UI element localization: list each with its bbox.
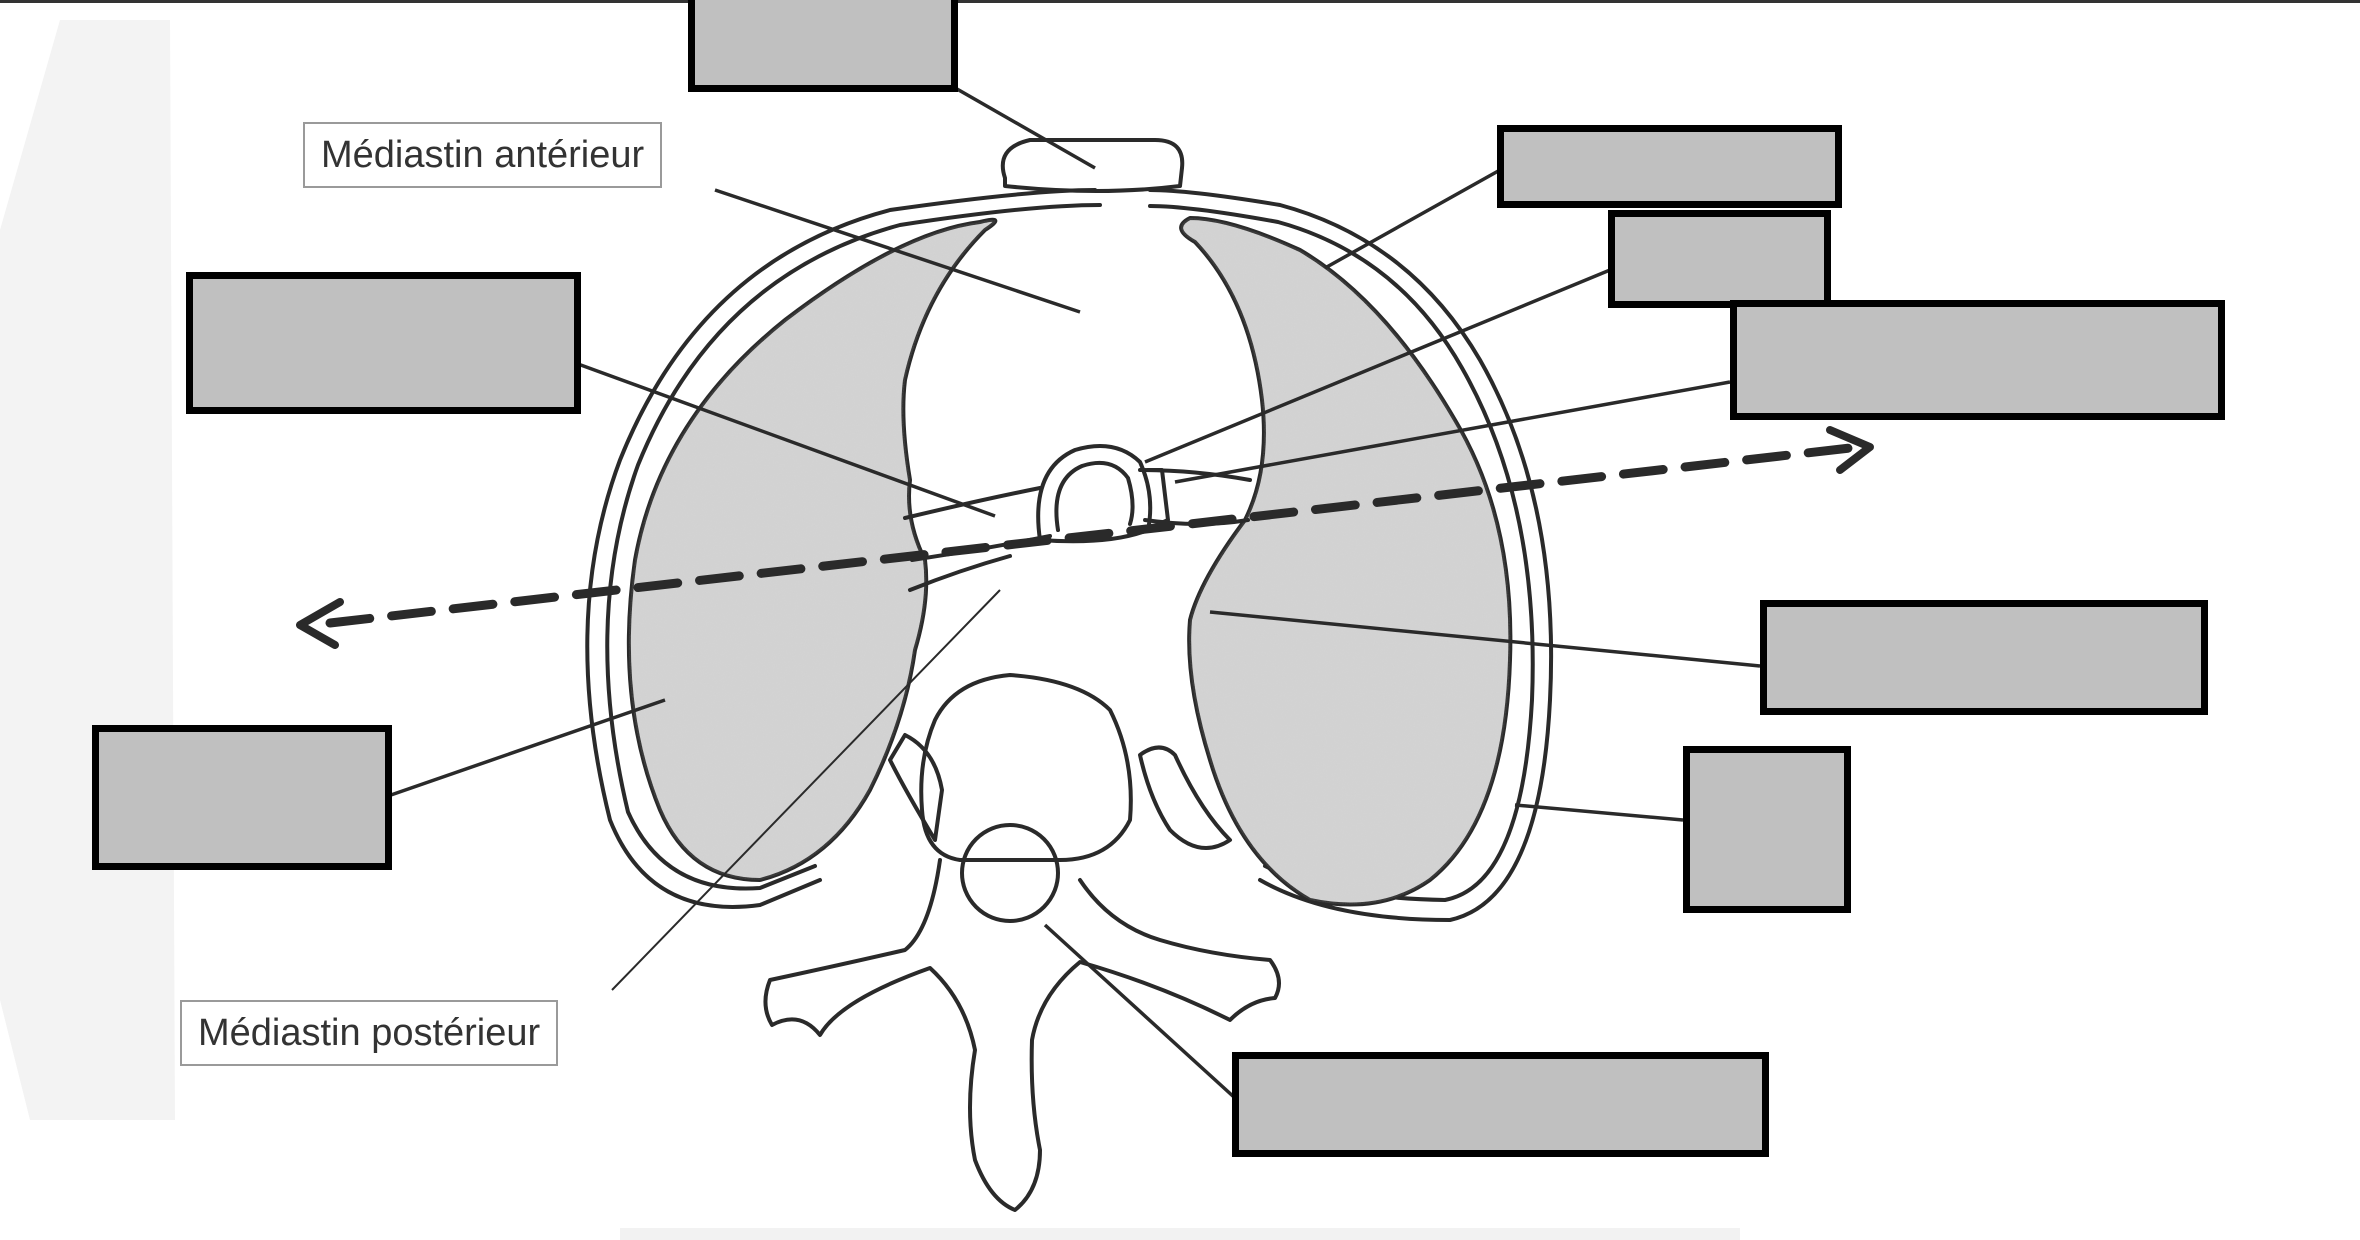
axis-arrowhead-right [1826, 426, 1874, 474]
thoracic-wall-outer [585, 188, 1554, 922]
dashed-axis-line [325, 443, 1855, 628]
leader-posterior-mediastinum [611, 589, 1001, 991]
leader-right-lower [1514, 803, 1684, 822]
leader-top-right-3 [1174, 380, 1731, 484]
leader-right-mid [1209, 610, 1761, 668]
label-posterior-mediastinum: Médiastin postérieur [180, 1000, 559, 1066]
scan-shadow [0, 20, 175, 1120]
sternum [1000, 138, 1185, 193]
scan-bottom-shadow [620, 1228, 1740, 1240]
leader-top [949, 83, 1096, 170]
trachea [1036, 444, 1153, 544]
answer-box-top-right-3[interactable] [1730, 300, 2225, 420]
label-anterior-mediastinum: Médiastin antérieur [303, 122, 663, 188]
answer-box-top[interactable] [688, 0, 958, 92]
leader-anterior-mediastinum [714, 188, 1081, 314]
leader-top-right-1 [1324, 168, 1501, 270]
axis-arrowhead-left [296, 598, 344, 649]
vertebral-body [960, 823, 1060, 923]
answer-box-left-lower[interactable] [92, 725, 392, 870]
answer-box-top-right-2[interactable] [1608, 210, 1831, 308]
leader-left-lower [387, 698, 666, 798]
vertebral-arch [763, 858, 1281, 1212]
rib-left-posterior [888, 733, 944, 842]
answer-box-top-right-1[interactable] [1497, 125, 1842, 208]
posterior-hilum-line [908, 554, 1012, 592]
answer-box-right-lower[interactable] [1683, 746, 1851, 913]
scan-top-edge [0, 0, 2360, 3]
thoracic-wall-inner [605, 203, 1535, 902]
answer-box-bottom[interactable] [1232, 1052, 1769, 1157]
leader-top-right-2 [1144, 268, 1611, 464]
leader-bottom [1043, 923, 1237, 1100]
trachea-inner [1054, 461, 1135, 532]
answer-box-left-upper[interactable] [186, 272, 581, 414]
aorta-region [919, 673, 1133, 862]
rib-right-posterior [1138, 745, 1232, 850]
answer-box-right-mid[interactable] [1760, 600, 2208, 715]
leader-left-upper [577, 362, 996, 518]
